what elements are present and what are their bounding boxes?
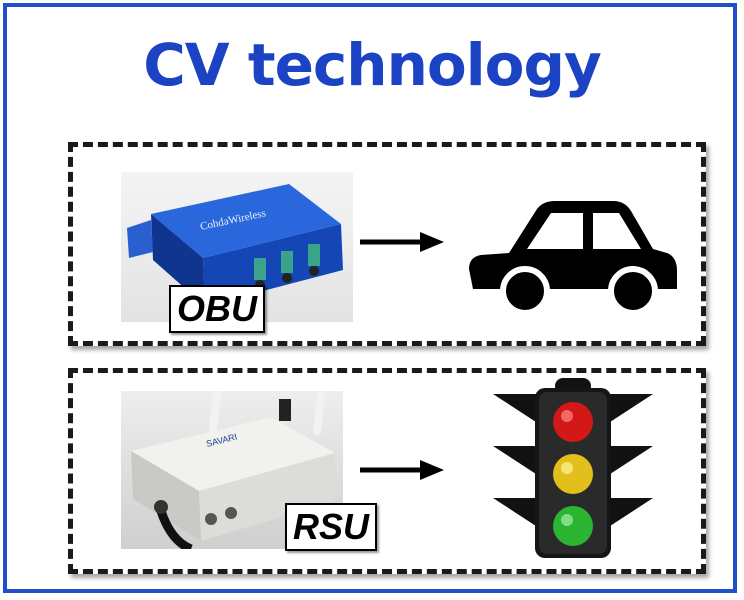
obu-label: OBU — [169, 285, 265, 333]
traffic-light-icon — [493, 378, 653, 558]
rsu-device-image: SAVARI RSU — [121, 391, 378, 551]
obu-panel: CohdaWireless OBU — [68, 142, 706, 346]
obu-device-image: CohdaWireless OBU — [121, 172, 353, 333]
page-title: CV technology — [143, 31, 602, 99]
rsu-panel: SAVARI RSU — [68, 368, 706, 574]
rsu-label: RSU — [285, 503, 378, 551]
arrow-right-icon — [360, 460, 444, 480]
car-icon — [469, 201, 677, 316]
arrow-right-icon — [360, 232, 444, 252]
